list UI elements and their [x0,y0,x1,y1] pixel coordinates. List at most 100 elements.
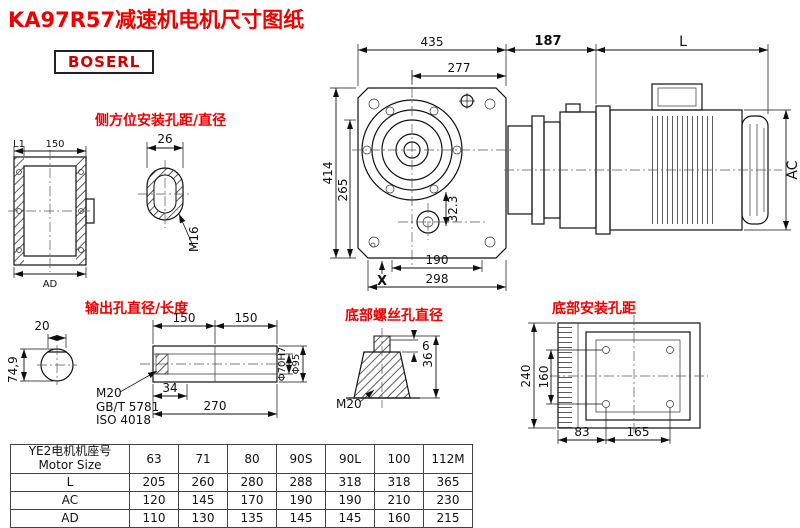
flange-center-lines [8,150,92,272]
dim-ad: AD [43,279,58,290]
table-cell: 318 [325,472,375,492]
row-label: AD [10,508,130,528]
top-right-bolt [459,93,475,109]
flange-bolt-circles [362,106,462,194]
table-cell: 145 [276,508,326,528]
dim-32-3: 32.3 [446,196,460,223]
motor-size-table: YE2电机机座号 Motor Size 63 71 80 90S 90L 100… [10,444,473,528]
table-cell: 215 [423,508,473,528]
input-housing [507,103,611,235]
standard-iso: ISO 4018 [96,413,151,427]
dim-165: 165 [627,425,650,439]
bottom-mount-label: 底部安装孔距 [552,301,636,317]
standard-gbt: GB/T 5781 [96,400,159,414]
main-front-view [352,70,512,268]
m20-shaft-leader [119,370,158,393]
row-label: AC [10,490,130,510]
table-cell: 145 [325,508,375,528]
table-cell: 145 [178,490,228,510]
table-cell: 190 [325,490,375,510]
table-cell: 130 [178,508,228,528]
motor-size-header-en: Motor Size [38,457,102,472]
table-cell: 280 [227,472,277,492]
dim-l1: L1 [13,139,25,150]
table-row-l: L 205 260 280 288 318 318 365 [10,472,473,492]
row-label: L [10,472,130,492]
main-extension-lines [330,44,507,291]
dim-150-rear: 150 [45,139,64,150]
dim-83: 83 [574,425,589,439]
dim-277: 277 [448,61,471,75]
dim-270: 270 [204,399,227,413]
mount-ribs [558,323,572,428]
boserl-logo: BOSERL [54,50,155,74]
page-title: KA97R57减速机电机尺寸图纸 [8,8,305,32]
dim-phi95: Φ95 [291,354,302,375]
table-cell: 230 [423,490,473,510]
shaft-end-face [37,345,77,385]
dim-240: 240 [519,365,533,388]
dim-414: 414 [321,162,335,185]
dim-187: 187 [534,34,561,49]
table-cell: 190 [276,490,326,510]
table-row-ad: AD 110 130 135 145 145 160 215 [10,508,473,528]
dim-160: 160 [537,366,551,389]
col-header: 63 [129,444,179,474]
m20-screw-leader [359,389,375,403]
table-cell: 120 [129,490,179,510]
mount-center-lines [550,315,708,436]
col-header: 112M [423,444,473,474]
table-cell: 110 [129,508,179,528]
dim-ac: AC [785,160,800,179]
table-cell: 205 [129,472,179,492]
table-cell: 318 [374,472,424,492]
table-cell: 160 [374,508,424,528]
motor-size-table-wrap: YE2电机机座号 Motor Size 63 71 80 90S 90L 100… [10,444,473,528]
col-header: 90S [276,444,326,474]
gearbox-body-outline [357,87,507,259]
motor-size-header-cn: YE2电机机座号 [28,444,112,458]
flange-hatch-left [14,157,24,265]
dim-l: L [679,34,687,50]
dim-74-9: 74,9 [6,356,20,383]
main-view-dimensions: 435 277 414 265 32.3 190 298 X [321,35,507,291]
bottom-mount-view: 240 160 83 165 [519,315,708,444]
dim-m20-shaft: M20 [96,386,122,400]
terminal-box [651,83,703,111]
table-row-ac: AC 120 145 170 190 190 210 230 [10,490,473,510]
bottom-screw-label: 底部螺丝孔直径 [345,308,443,324]
dim-phi70: Φ70H7 [277,347,288,381]
table-cell: 288 [276,472,326,492]
table-cell: 135 [227,508,277,528]
dim-20: 20 [34,319,49,333]
motor-size-header: YE2电机机座号 Motor Size [10,444,130,474]
dim-26: 26 [157,132,172,146]
col-header: 100 [374,444,424,474]
dim-m20-screw: M20 [336,397,362,411]
dim-36: 36 [421,352,435,367]
table-cell: 365 [423,472,473,492]
m16-leader [178,213,195,249]
col-header: 90L [325,444,375,474]
dim-150a: 150 [173,311,196,325]
flange-rear-view: L1 150 AD [8,139,95,290]
motor-extension-lines [595,44,791,231]
side-mount-label: 侧方位安装孔距/直径 [95,113,227,129]
dim-x: X [377,274,387,289]
side-hole-center-lines [138,160,192,228]
output-hole-label: 输出孔直径/长度 [85,301,189,317]
table-header-row: YE2电机机座号 Motor Size 63 71 80 90S 90L 100… [10,444,473,474]
bottom-screw-view: 6 36 M20 [336,328,440,411]
side-hole-detail: 26 M16 [138,132,201,252]
col-header: 71 [178,444,228,474]
dim-6: 6 [422,339,430,353]
dim-435: 435 [421,35,444,49]
dim-150b: 150 [235,311,258,325]
terminal-box-lid [657,87,697,107]
table-cell: 210 [374,490,424,510]
dim-298: 298 [426,272,449,286]
dim-190: 190 [426,253,449,267]
corner-bosses [368,98,496,248]
